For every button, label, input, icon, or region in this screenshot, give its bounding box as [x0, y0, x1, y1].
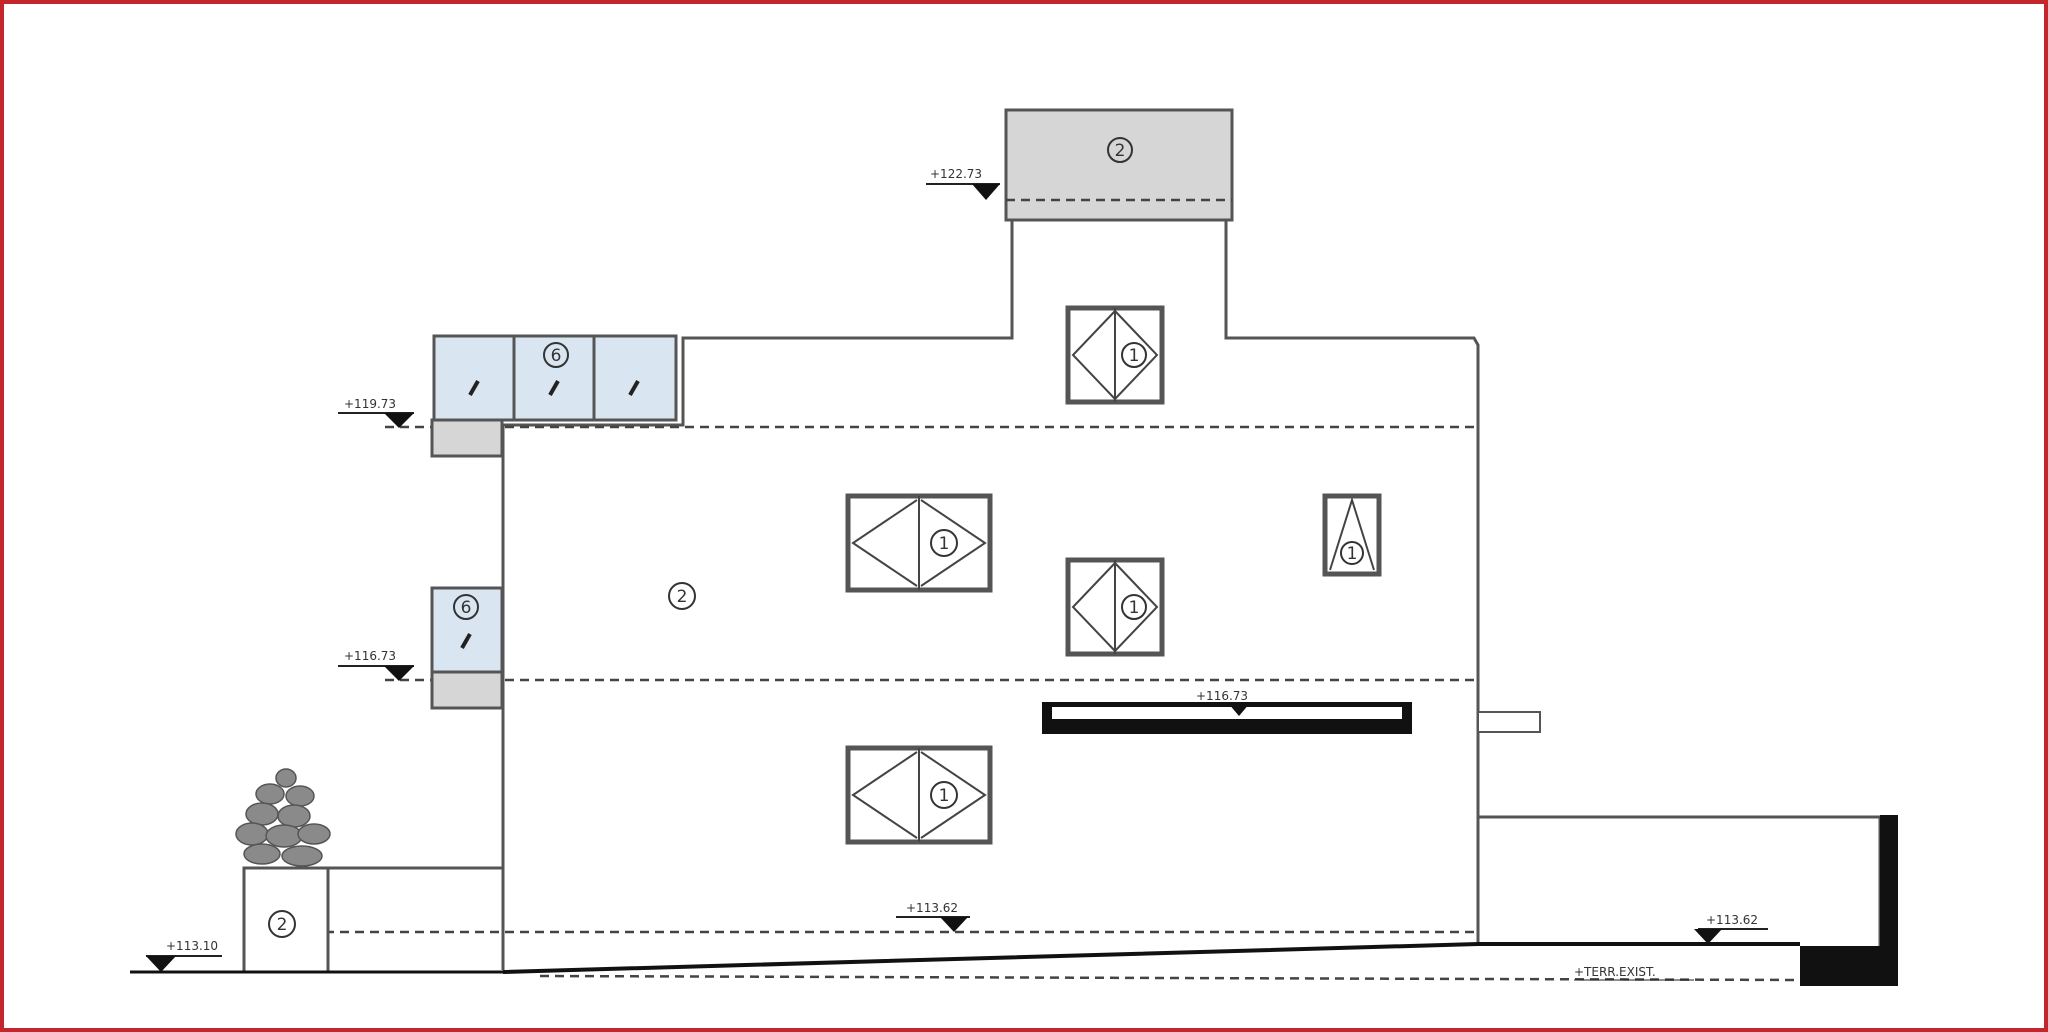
right-wall-cap [1880, 815, 1898, 985]
roof-box [1004, 108, 1234, 222]
level-marker-roof-box: +122.73 [926, 167, 1000, 200]
facade-wall-tag: 2 [668, 582, 696, 610]
tree-icon [235, 768, 331, 867]
window-top-center: 1 [1065, 305, 1165, 405]
svg-text:6: 6 [461, 598, 472, 618]
level-marker-terrace: +119.73 [338, 397, 414, 428]
right-wall-footing [1800, 946, 1898, 986]
svg-text:+TERR.EXIST.: +TERR.EXIST. [1574, 965, 1656, 979]
svg-text:1: 1 [939, 534, 950, 554]
terrace-slab [430, 418, 504, 458]
svg-text:+116.73: +116.73 [344, 649, 396, 663]
planter-wall [326, 866, 503, 932]
terrain-existing-label: +TERR.EXIST. [1574, 965, 1694, 981]
planter-tag: 2 [268, 910, 296, 938]
svg-text:1: 1 [939, 786, 950, 806]
svg-text:+113.10: +113.10 [166, 939, 218, 953]
level-marker-ground-right: +113.62 [1694, 913, 1768, 944]
window-center-middle: 1 [1065, 557, 1165, 657]
svg-text:2: 2 [277, 915, 288, 935]
svg-text:+116.73: +116.73 [1196, 689, 1248, 703]
svg-text:1: 1 [1129, 598, 1140, 618]
balcony-railing-tag: 6 [453, 594, 479, 620]
terrace-railing-tag: 6 [543, 342, 569, 368]
svg-text:2: 2 [1115, 141, 1126, 161]
level-marker-middle: +116.73 [338, 649, 414, 681]
canopy-level-marker: +116.73 [1196, 689, 1250, 716]
balcony-slab [430, 670, 504, 710]
balcony-glass-railing [430, 586, 504, 674]
side-projection [1477, 711, 1541, 733]
svg-text:+122.73: +122.73 [930, 167, 982, 181]
svg-text:1: 1 [1347, 544, 1358, 564]
existing-terrain-line [539, 974, 1801, 982]
window-left-upper: 1 [845, 493, 993, 593]
svg-text:+113.62: +113.62 [1706, 913, 1758, 927]
svg-text:+113.62: +113.62 [906, 901, 958, 915]
window-small-right: 1 [1322, 493, 1382, 577]
window-left-lower: 1 [845, 745, 993, 845]
svg-text:+119.73: +119.73 [344, 397, 396, 411]
terrain-line [502, 942, 1800, 974]
svg-text:6: 6 [551, 346, 562, 366]
terrace-glass-railing [432, 334, 678, 422]
roof-box-tag: 2 [1107, 137, 1133, 163]
level-marker-ground-left: +113.10 [146, 939, 222, 972]
building-outline [501, 218, 1480, 970]
svg-text:2: 2 [677, 587, 688, 607]
svg-text:1: 1 [1129, 346, 1140, 366]
level-marker-ground-floor: +113.62 [896, 901, 970, 932]
canopy [1042, 702, 1412, 734]
planter-box [242, 866, 330, 974]
